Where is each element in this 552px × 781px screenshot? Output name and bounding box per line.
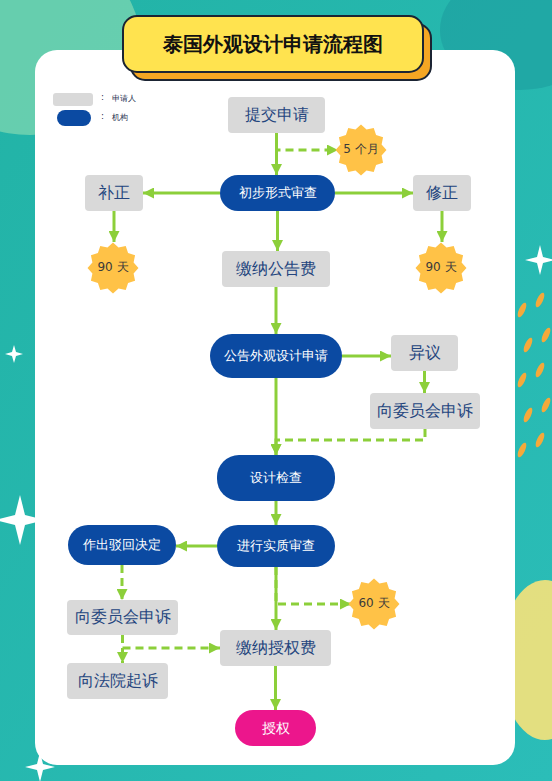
time-badge: 90 天 [415, 242, 467, 294]
node-text: 进行实质审查 [237, 539, 315, 554]
card [35, 50, 515, 765]
flow-arrow [276, 211, 279, 251]
applicant-step: 补正 [85, 175, 143, 211]
star-shape [416, 243, 467, 294]
node-text: 作出驳回决定 [83, 538, 161, 553]
legend-text: 机构 [112, 112, 128, 123]
node-text: 修正 [426, 184, 458, 202]
legend-swatch [53, 93, 93, 106]
node-text: 向委员会申诉 [377, 402, 473, 420]
star-shape [349, 579, 400, 630]
node-text: 60 天 [358, 597, 389, 611]
flow-arrow [441, 211, 444, 242]
star-shape [88, 243, 139, 294]
flow-arrow [275, 501, 278, 525]
diagram-title: 泰国外观设计申请流程图 [123, 16, 423, 72]
agency-step: 进行实质审查 [217, 525, 335, 567]
node-text: 异议 [409, 344, 441, 362]
dashed-arrow [276, 567, 351, 604]
dashed-arrow [123, 635, 221, 648]
applicant-step: 修正 [413, 175, 471, 211]
node-text: 公告外观设计申请 [224, 349, 328, 364]
node-text: 缴纳公告费 [236, 260, 316, 278]
flow-arrow [274, 666, 277, 710]
dashed-arrow [276, 429, 425, 455]
node-text: 缴纳授权费 [236, 639, 316, 657]
applicant-step: 缴纳授权费 [220, 630, 331, 666]
flow-arrow [176, 545, 217, 548]
applicant-step: 向委员会申诉 [67, 600, 178, 635]
node-text: 向法院起诉 [78, 672, 158, 690]
flow-arrow [275, 287, 278, 334]
time-badge: 5 个月 [335, 124, 387, 176]
applicant-step: 向法院起诉 [67, 663, 168, 699]
legend-colon: : [101, 92, 104, 102]
node-text: 90 天 [425, 261, 456, 275]
agency-step: 初步形式审查 [220, 175, 335, 211]
applicant-step: 提交申请 [228, 97, 325, 133]
flow-arrow [143, 192, 220, 195]
dot-pattern [516, 291, 552, 458]
node-text: 初步形式审查 [239, 186, 317, 201]
time-badge: 60 天 [348, 578, 400, 630]
legend-text: 申请人 [112, 93, 136, 104]
node-text: 向委员会申诉 [75, 608, 171, 626]
node-text: 补正 [98, 184, 130, 202]
flow-arrow [275, 378, 278, 455]
flow-arrow [113, 211, 116, 242]
node-text: 设计检查 [250, 471, 302, 486]
flow-arrow [423, 371, 426, 393]
flow-arrow [342, 355, 391, 358]
applicant-step: 向委员会申诉 [370, 393, 480, 429]
applicant-step: 缴纳公告费 [222, 251, 330, 287]
title-banner [123, 16, 423, 72]
node-text: 提交申请 [245, 106, 309, 124]
applicant-step: 异议 [391, 335, 458, 371]
end-step: 授权 [235, 710, 316, 746]
node-text: 5 个月 [343, 143, 378, 157]
agency-step: 公告外观设计申请 [210, 334, 342, 378]
dashed-arrow [121, 565, 124, 600]
node-text: 90 天 [97, 261, 128, 275]
dashed-arrow [277, 133, 339, 150]
agency-step: 作出驳回决定 [68, 525, 176, 565]
flow-arrow [335, 192, 413, 195]
star-shape [336, 125, 387, 176]
node-text: 授权 [262, 720, 290, 736]
time-badge: 90 天 [87, 242, 139, 294]
agency-step: 设计检查 [217, 455, 335, 501]
legend-swatch [57, 110, 91, 126]
legend-colon: : [101, 111, 104, 121]
